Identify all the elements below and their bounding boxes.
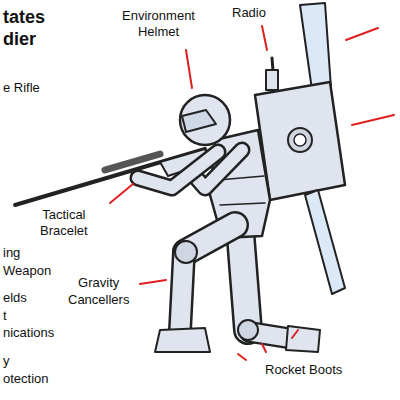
leader-line <box>238 354 246 360</box>
part-label: ing Weapon <box>3 244 51 280</box>
part-label: Tactical Bracelet <box>40 207 88 239</box>
backpack-port-inner <box>294 134 306 146</box>
wing-panel <box>305 190 345 294</box>
part-label: Environment Helmet <box>122 8 195 40</box>
part-label: Rocket Boots <box>265 362 342 378</box>
boot <box>155 328 210 352</box>
part-label: Radio <box>232 5 266 21</box>
leader-line <box>292 330 298 338</box>
wing-panel <box>300 3 331 90</box>
part-label: y otection <box>3 352 49 388</box>
knee-pad <box>175 241 197 263</box>
title: tates dier <box>3 6 45 50</box>
arm-outline <box>138 152 218 188</box>
leader-line <box>262 26 267 50</box>
leader-line <box>262 344 266 352</box>
rifle-scope <box>105 154 160 170</box>
armor-line <box>220 203 265 205</box>
part-label: e Rifle <box>3 80 40 96</box>
part-label: Gravity Cancellers <box>68 274 129 308</box>
leader-line <box>186 50 192 88</box>
part-label: elds <box>3 290 27 306</box>
part-label: t <box>3 308 7 324</box>
leader-line <box>140 280 166 284</box>
leader-lines <box>110 26 394 360</box>
arm <box>138 152 218 188</box>
leader-line <box>110 184 133 203</box>
boot <box>286 326 320 352</box>
backpack-port <box>288 128 312 152</box>
leader-line <box>346 28 378 40</box>
radio-box <box>266 70 278 90</box>
part-label: nications <box>3 325 54 341</box>
leg-outline <box>240 228 248 330</box>
helmet <box>180 95 230 145</box>
leg <box>240 228 248 330</box>
knee-pad <box>238 320 258 340</box>
leader-line <box>352 115 394 125</box>
backpack <box>255 82 345 200</box>
visor <box>182 110 216 132</box>
